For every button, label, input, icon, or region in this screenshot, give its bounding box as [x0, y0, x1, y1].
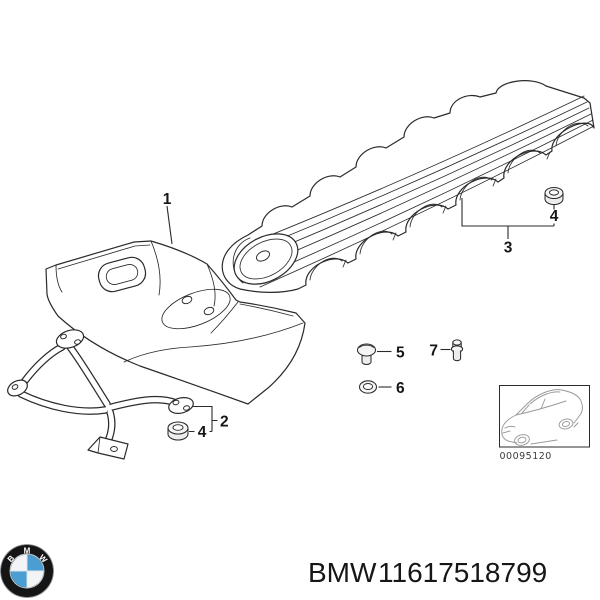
part-number-text: 11617518799	[378, 557, 547, 588]
grommet-upper	[544, 186, 564, 206]
cover-hole	[203, 306, 215, 316]
callout-1: 1	[163, 191, 172, 208]
leader-lines	[166, 198, 555, 433]
leader-3-4	[461, 198, 555, 239]
logo-quadrant-tr	[27, 554, 44, 571]
callout-5: 5	[396, 345, 405, 362]
callout-3: 3	[504, 240, 513, 257]
engine-cover-ribbed	[221, 80, 595, 293]
footer-part-text: BMW11617518799	[308, 557, 547, 588]
grommet-lower	[167, 421, 189, 441]
leader-1	[166, 205, 173, 245]
callout-4-lower: 4	[198, 424, 207, 441]
cover-pocket	[161, 288, 231, 330]
expanding-rivet	[450, 339, 464, 362]
callout-2: 2	[220, 414, 229, 431]
brand-text: BMW	[308, 557, 377, 588]
cover-opening-inner	[105, 264, 139, 285]
cover-flange-line	[55, 264, 63, 293]
bracket-foot	[87, 436, 129, 460]
logo-quadrant-bl	[10, 571, 27, 588]
callout-labels: 1 2 3 4 4 5 6 7	[163, 191, 559, 441]
cover-boss-hole	[255, 250, 271, 262]
cover-skirt-fold	[123, 322, 304, 363]
cover-ridge-line	[57, 244, 151, 270]
logo-letter-b: B	[6, 553, 17, 564]
cover-hole	[181, 295, 193, 305]
car-sketch	[501, 389, 583, 446]
car-thumbnail: 00095120	[499, 385, 590, 462]
logo-quadrant-tl	[10, 554, 27, 571]
callout-6: 6	[396, 380, 405, 397]
logo-letter-m: M	[24, 547, 31, 556]
engine-cover-lower	[45, 240, 306, 405]
cover-scallop-walls	[309, 122, 589, 281]
support-bracket	[7, 329, 194, 460]
callout-7: 7	[429, 343, 438, 360]
logo-quadrant-br	[27, 571, 44, 588]
bmw-logo: B M W	[0, 544, 54, 598]
leader-2-4	[189, 405, 218, 433]
thumbnail-code: 00095120	[500, 451, 552, 462]
callout-4-upper: 4	[550, 208, 559, 225]
screw	[356, 343, 377, 366]
nut	[358, 380, 378, 394]
